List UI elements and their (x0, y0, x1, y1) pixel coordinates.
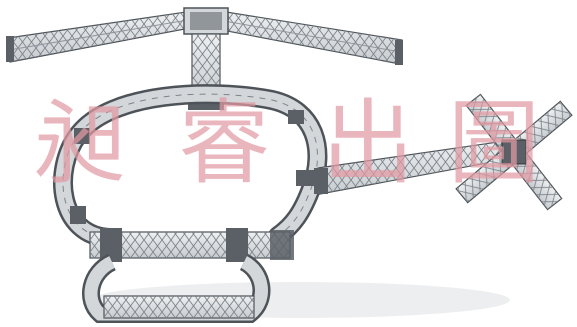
main-rotor-left-blade (6, 11, 191, 63)
tail-rotor (455, 93, 573, 211)
landing-skid-loop (82, 253, 271, 323)
main-rotor-right-blade (221, 11, 403, 65)
rotor-hub-block (183, 7, 229, 35)
watermark-char-1: 昶 (34, 90, 127, 197)
watermark-char-2: 睿 (178, 90, 271, 197)
cabin-ring (53, 84, 328, 248)
watermark-char-4: 圖 (448, 90, 541, 197)
cabin-floor-truss (89, 228, 294, 262)
watermark-char-3: 出 (322, 90, 415, 197)
